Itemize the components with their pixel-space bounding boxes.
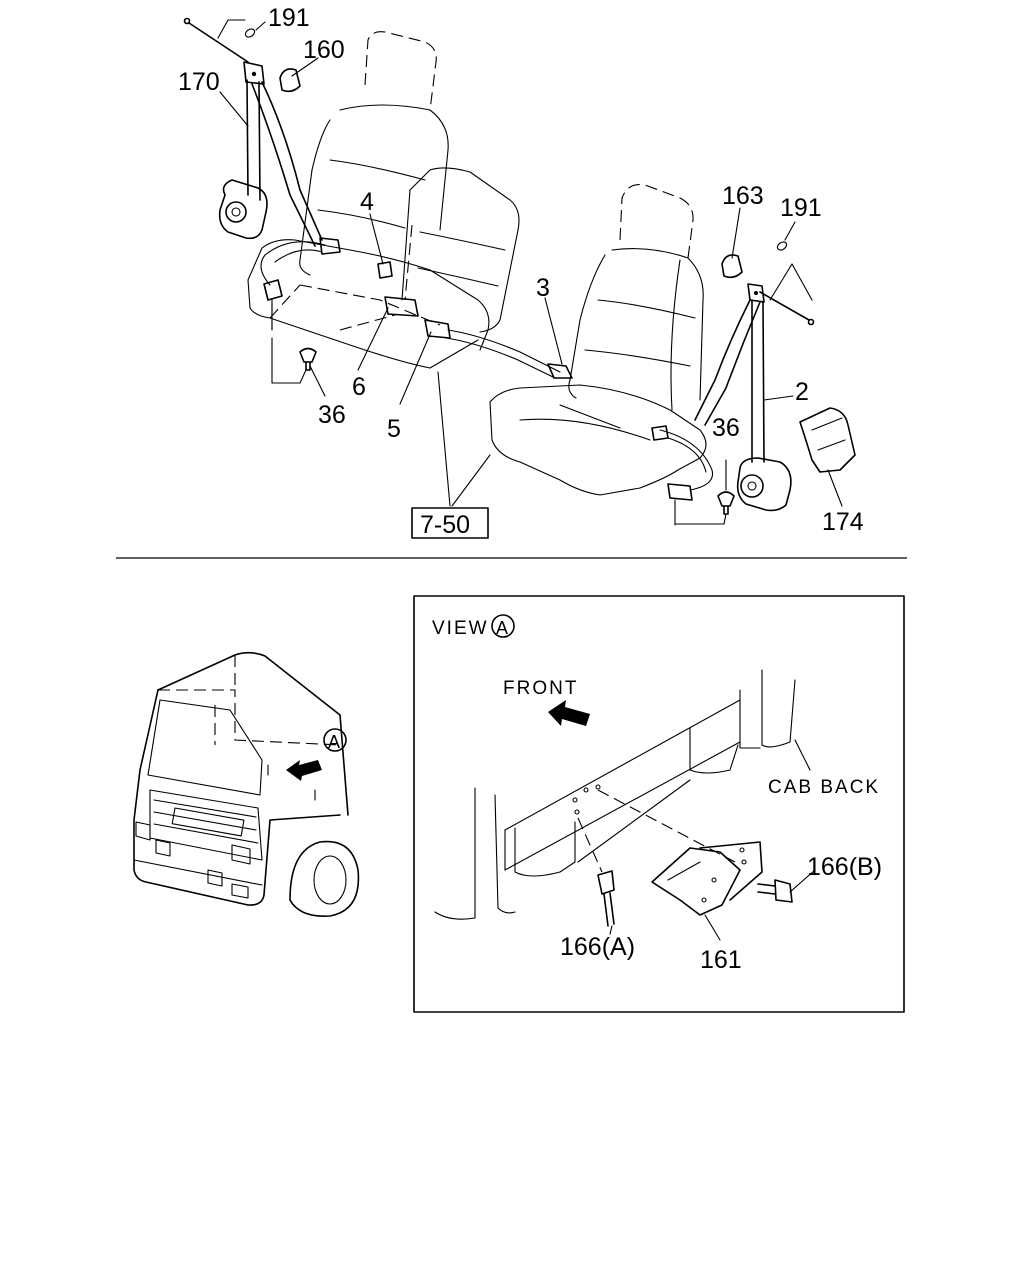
callout-163: 163 <box>722 182 764 210</box>
callout-191-left: 191 <box>268 4 310 32</box>
reference-7-50: 7-50 <box>411 507 489 539</box>
callout-6: 6 <box>352 373 366 401</box>
reference-7-50-label: 7-50 <box>420 511 470 539</box>
callout-36-left: 36 <box>318 401 346 429</box>
clip-36-left <box>299 347 317 371</box>
callout-5: 5 <box>387 415 401 443</box>
cover-174 <box>799 407 856 473</box>
view-a-panel: VIEW A FRONT CAB BACK <box>413 595 905 1013</box>
callout-2: 2 <box>795 378 809 406</box>
callout-160: 160 <box>303 36 345 64</box>
seat-belt-2 <box>651 254 792 526</box>
clip-36-right <box>717 491 735 515</box>
bolt-191-left <box>183 17 256 63</box>
bolt-191-right <box>759 241 815 326</box>
callout-166b: 166(B) <box>807 853 882 881</box>
callouts-upper: 191 160 170 4 3 163 191 2 6 5 36 36 174 <box>178 4 864 536</box>
callout-161: 161 <box>700 946 742 974</box>
callout-4: 4 <box>360 188 374 216</box>
front-label: FRONT <box>503 678 578 699</box>
view-title: VIEW <box>432 618 489 639</box>
callout-174: 174 <box>822 508 864 536</box>
truck-cab: A <box>133 651 360 917</box>
seat-belt-170 <box>218 61 341 331</box>
left-bench-seat <box>247 31 520 369</box>
center-buckles <box>377 261 573 379</box>
front-arrow-icon <box>548 700 590 726</box>
callout-191-right: 191 <box>780 194 822 222</box>
callout-36-right: 36 <box>712 414 740 442</box>
cab-back-label: CAB BACK <box>768 777 880 798</box>
callout-166a: 166(A) <box>560 933 635 961</box>
leader-lines <box>217 19 843 525</box>
callout-3: 3 <box>536 274 550 302</box>
cab-view-marker: A <box>328 732 340 752</box>
right-driver-seat <box>489 183 707 496</box>
view-title-marker: A <box>496 618 508 638</box>
callout-170: 170 <box>178 68 220 96</box>
